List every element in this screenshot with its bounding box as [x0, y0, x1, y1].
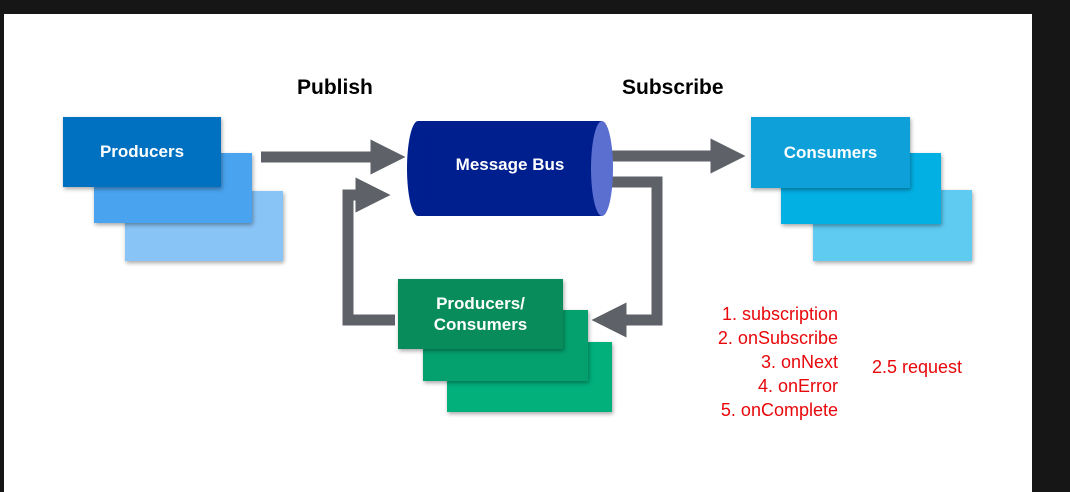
step-5: 5. onComplete	[720, 400, 838, 420]
message-bus-cylinder	[407, 121, 613, 216]
arrow-bus-to-producers-consumers	[591, 176, 663, 338]
arrow-producers-consumers-to-bus	[342, 177, 395, 326]
step-3: 3. onNext	[760, 352, 838, 372]
producers-consumers-label-line1: Producers/	[436, 293, 525, 313]
publish-heading: Publish	[297, 76, 373, 99]
message-bus-label: Message Bus	[455, 155, 565, 174]
producers-box-front: Producers	[63, 117, 221, 187]
consumers-label: Consumers	[783, 142, 878, 162]
flow-arrows	[261, 121, 746, 338]
diagram-canvas: Publish Subscribe Message Bus Producers …	[4, 14, 1032, 492]
subscribe-heading: Subscribe	[622, 76, 724, 99]
producers-label: Producers	[99, 142, 185, 162]
producers-consumers-label-line2: Consumers	[433, 315, 528, 334]
consumers-box-front: Consumers	[751, 117, 910, 188]
step-2: 2. onSubscribe	[717, 328, 838, 348]
step-4: 4. onError	[757, 376, 838, 396]
producers-consumers-box-front: Producers/ Consumers	[398, 279, 563, 349]
request-note: 2.5 request	[872, 357, 963, 377]
step-1: 1. subscription	[721, 304, 838, 324]
